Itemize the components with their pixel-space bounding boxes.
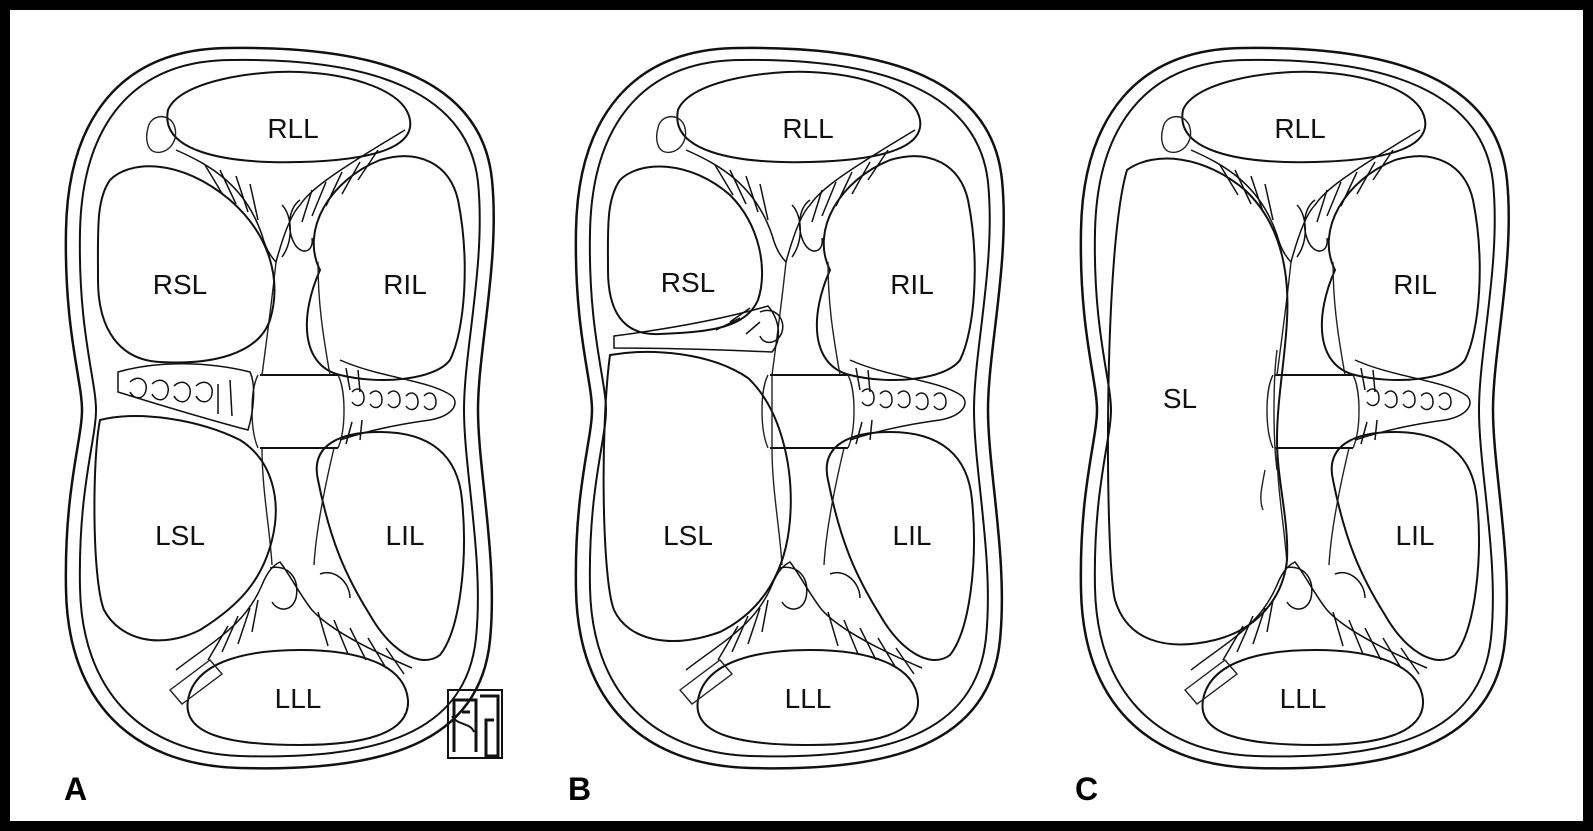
label-rll-c: RLL bbox=[1274, 113, 1325, 144]
label-lil-c: LIL bbox=[1396, 520, 1435, 551]
label-lll-b: LLL bbox=[785, 683, 832, 714]
label-rsl-b: RSL bbox=[661, 267, 715, 298]
label-lll-c: LLL bbox=[1280, 683, 1327, 714]
panel-letter-a: A bbox=[64, 771, 87, 807]
label-lsl-b: LSL bbox=[663, 520, 713, 551]
label-lsl-a: LSL bbox=[155, 520, 205, 551]
label-ril-b: RIL bbox=[890, 269, 934, 300]
panel-letter-c: C bbox=[1075, 771, 1098, 807]
label-lll-a: LLL bbox=[275, 683, 322, 714]
label-rll-b: RLL bbox=[782, 113, 833, 144]
panel-letter-b: B bbox=[568, 771, 591, 807]
label-lil-b: LIL bbox=[893, 520, 932, 551]
label-lil-a: LIL bbox=[386, 520, 425, 551]
label-rsl-a: RSL bbox=[153, 269, 207, 300]
label-sl-c: SL bbox=[1163, 383, 1197, 414]
label-ril-a: RIL bbox=[383, 269, 427, 300]
label-ril-c: RIL bbox=[1393, 269, 1437, 300]
label-rll-a: RLL bbox=[267, 113, 318, 144]
